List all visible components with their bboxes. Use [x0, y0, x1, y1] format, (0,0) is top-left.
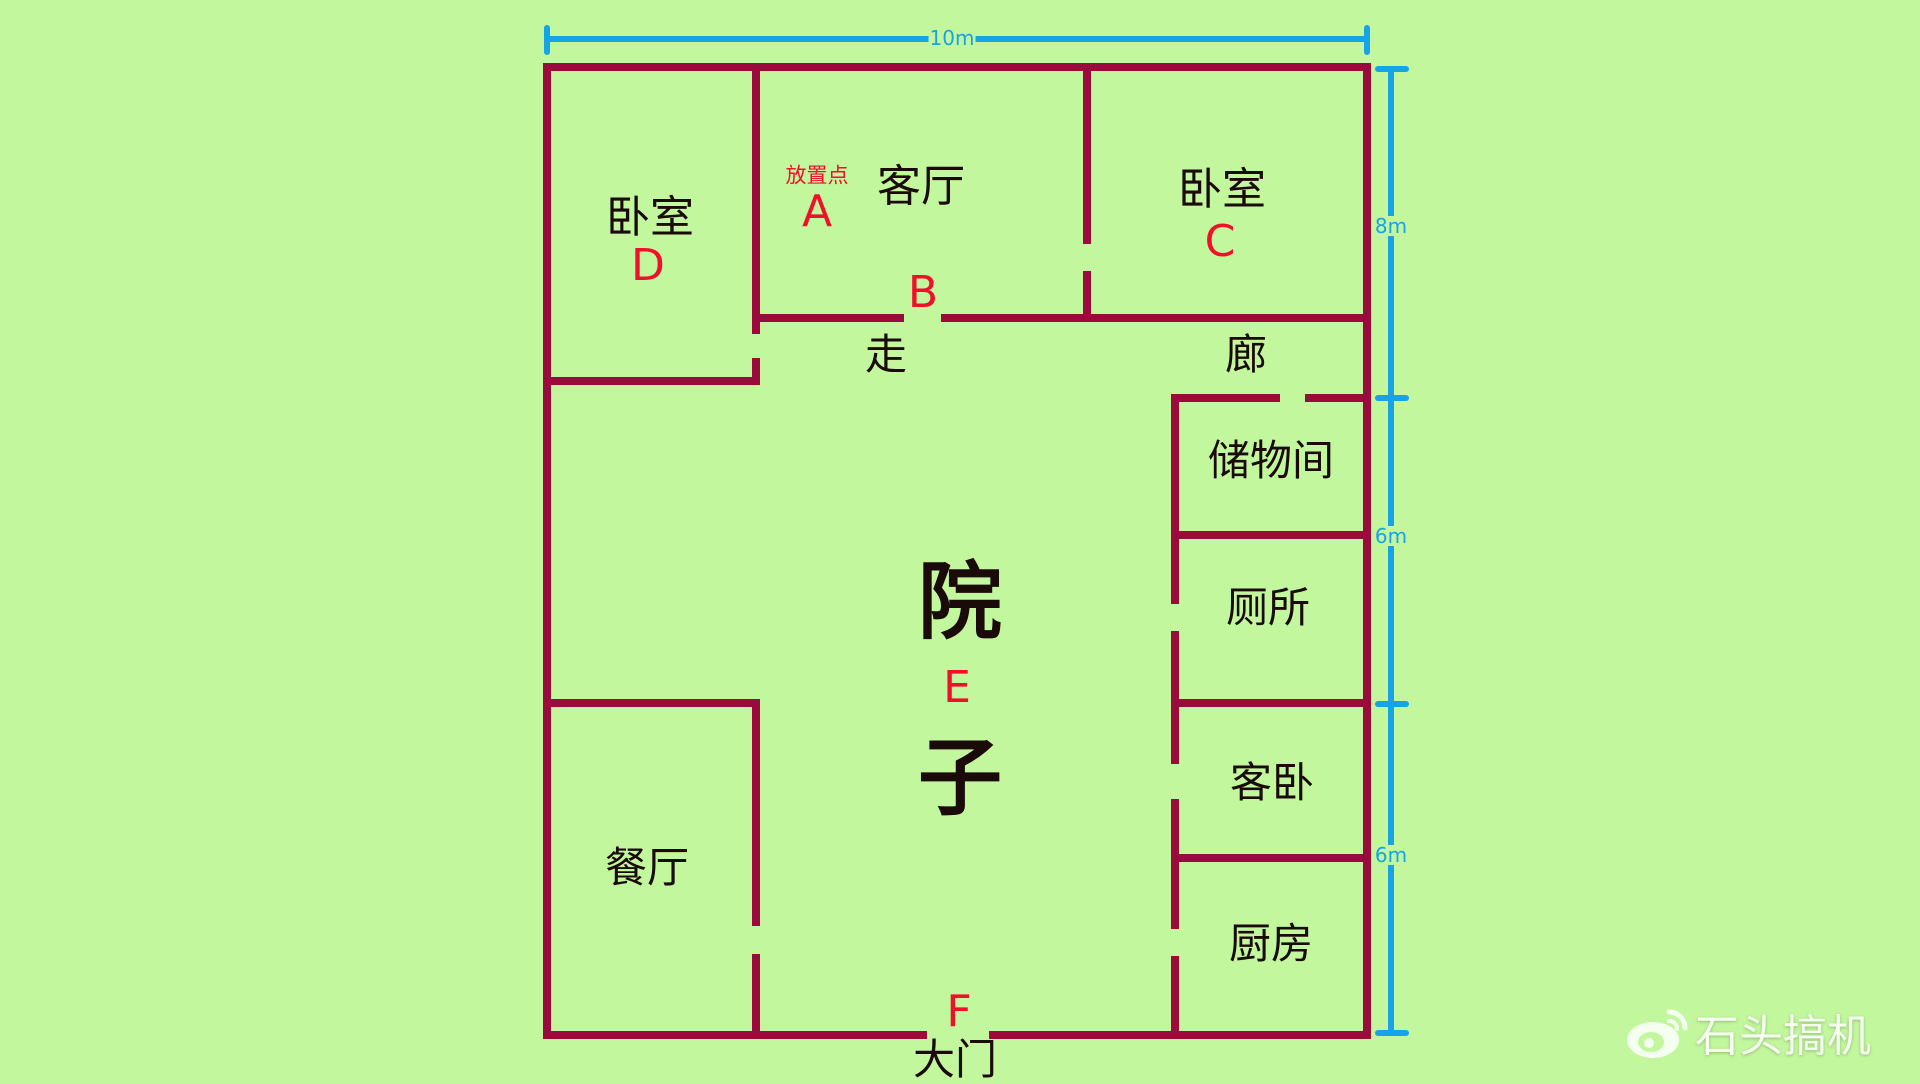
placement-note: 放置点 — [785, 163, 849, 188]
room-toilet: 厕所 — [1225, 583, 1311, 632]
marker-c: C — [1204, 216, 1236, 267]
marker-d: D — [631, 240, 665, 291]
height-dimension-bottom: 6m — [1373, 843, 1409, 867]
marker-a: A — [801, 186, 833, 237]
watermark: 石头搞机 — [1625, 1000, 1871, 1064]
yard-label-2: 子 — [917, 729, 1003, 827]
room-bedroom-d: 卧室 — [606, 192, 694, 243]
weibo-icon — [1627, 1009, 1688, 1058]
watermark-text: 石头搞机 — [1695, 1011, 1871, 1062]
height-dimension-mid: 6m — [1373, 524, 1409, 548]
room-kitchen: 厨房 — [1228, 919, 1314, 968]
marker-b: B — [907, 267, 939, 318]
width-dimension: 10m — [928, 26, 976, 50]
yard-label-1: 院 — [917, 553, 1003, 651]
walls — [543, 63, 1371, 1039]
room-dining: 餐厅 — [604, 843, 690, 892]
room-storage: 储物间 — [1207, 436, 1335, 485]
room-bedroom-c: 卧室 — [1178, 164, 1266, 215]
room-living-room: 客厅 — [877, 161, 965, 212]
corridor-label-2: 廊 — [1224, 330, 1268, 379]
marker-f: F — [946, 986, 972, 1037]
corridor-label-1: 走 — [864, 330, 908, 379]
room-guest: 客卧 — [1229, 758, 1315, 807]
main-gate-label: 大门 — [912, 1035, 998, 1084]
height-dimension-top: 8m — [1373, 214, 1409, 238]
marker-e: E — [943, 662, 971, 713]
